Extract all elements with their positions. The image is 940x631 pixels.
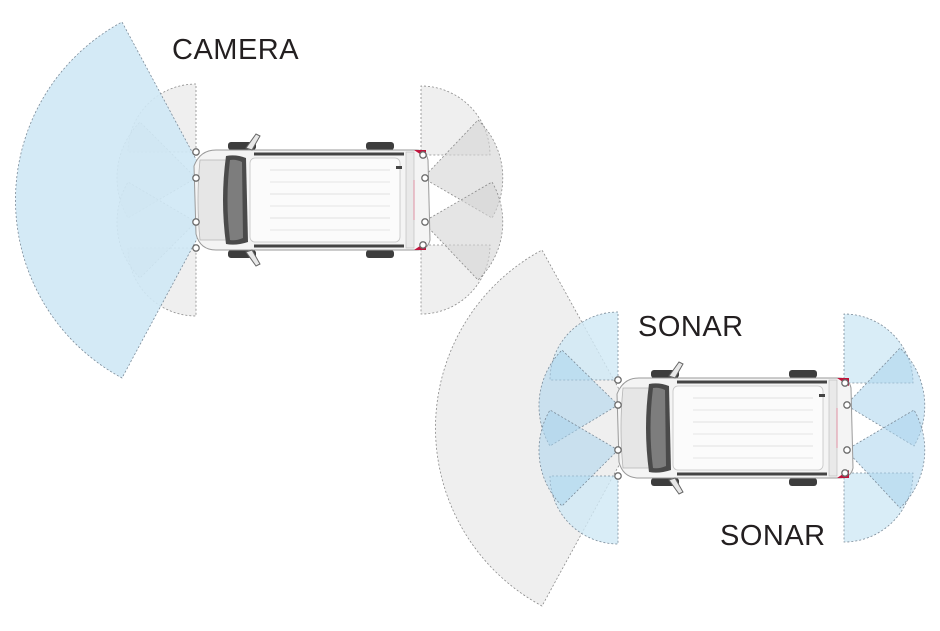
camera-scene: [15, 21, 504, 379]
camera-coverage-cone: [435, 249, 641, 607]
sensor-dot: [419, 241, 427, 249]
sensor-dot: [841, 469, 849, 477]
sensor-dot: [421, 174, 429, 182]
camera-label: CAMERA: [172, 34, 300, 66]
sensor-dot: [192, 218, 200, 226]
sensor-dot: [192, 244, 200, 252]
camera-coverage-cone: [15, 21, 219, 379]
rear-inner-sonar-cone: [845, 409, 926, 509]
sensor-dot: [421, 218, 429, 226]
rear-inner-sonar-cone: [422, 181, 504, 281]
front-inner-sonar-cone: [538, 409, 619, 507]
sensor-dot: [614, 376, 622, 384]
sonar-label-front: SONAR: [638, 311, 744, 343]
sensor-dot: [614, 472, 622, 480]
sensor-dot: [192, 148, 200, 156]
sensor-dot: [841, 379, 849, 387]
sonar-scene: [435, 249, 926, 607]
sensor-dot: [192, 174, 200, 182]
car-bottom: [615, 360, 855, 496]
sensor-dot: [614, 446, 622, 454]
sensor-dot: [614, 401, 622, 409]
sonar-label-rear: SONAR: [720, 520, 826, 552]
sensor-dot: [843, 401, 851, 409]
sensor-dot: [419, 151, 427, 159]
car-top: [192, 132, 432, 268]
sensor-dot: [843, 446, 851, 454]
